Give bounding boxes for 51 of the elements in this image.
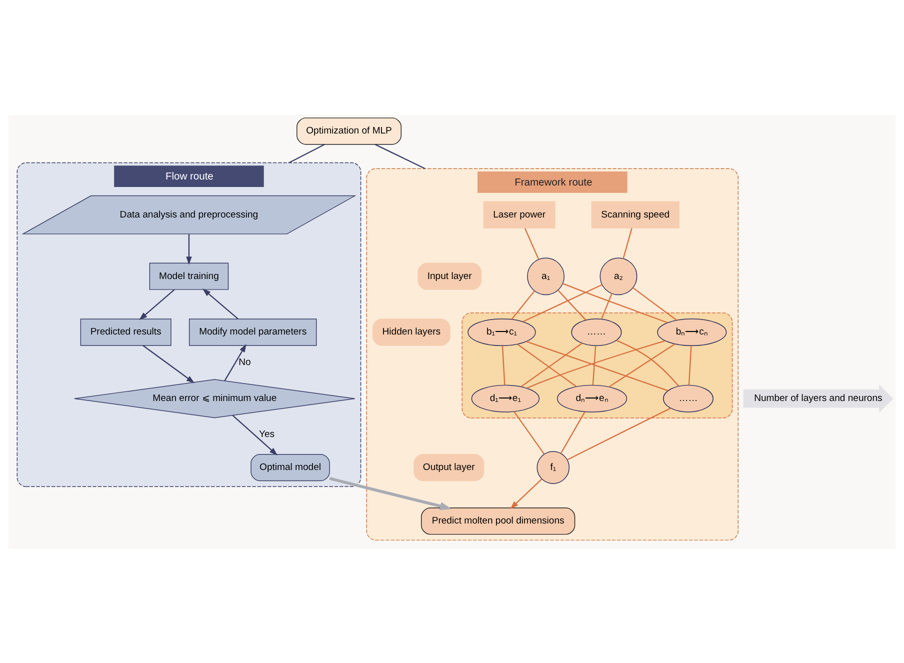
connector	[608, 343, 676, 387]
connector	[622, 228, 632, 258]
node-ellipse: d₁⟶e₁	[471, 384, 540, 412]
node-circle: a₁	[527, 257, 565, 295]
arrow	[142, 344, 195, 383]
arrow	[139, 288, 175, 320]
arrow	[202, 288, 238, 319]
arrow	[186, 234, 192, 264]
cluster	[462, 312, 733, 418]
connector	[688, 345, 692, 385]
node-box: Laser power	[483, 200, 556, 228]
node-box: Model training	[149, 262, 229, 290]
node-box: Optimization of MLP	[296, 117, 402, 144]
connector	[616, 339, 680, 386]
arrow	[510, 478, 542, 508]
node-ellipse: dₙ⟶eₙ	[557, 384, 628, 412]
connector	[520, 342, 582, 387]
node-ellipse: b₁⟶c₁	[468, 318, 536, 346]
node-box: Optimal model	[250, 453, 330, 481]
connector	[374, 143, 426, 169]
connector	[558, 289, 586, 320]
node-box: Hidden layers	[372, 318, 450, 346]
arrow	[329, 476, 452, 510]
connector	[514, 410, 545, 454]
node-ellipse: ……	[663, 384, 714, 412]
node-ellipse: ……	[571, 318, 622, 346]
node-diamond: Mean error ⩽ minimum value	[74, 378, 356, 418]
node-ellipse: bₙ⟶cₙ	[657, 318, 727, 346]
connector	[502, 345, 506, 385]
edge-label: No	[238, 356, 251, 368]
connector	[632, 286, 677, 320]
connector	[524, 228, 540, 260]
connector	[511, 290, 536, 319]
node-box: Output layer	[414, 453, 484, 481]
node-circle: f₁	[536, 450, 570, 484]
node-box: Predict molten pool dimensions	[420, 507, 576, 534]
connector	[517, 343, 577, 386]
node-box: Modify model parameters	[188, 318, 317, 346]
connector	[562, 282, 668, 323]
connector	[522, 284, 602, 322]
node-box: Input layer	[418, 262, 482, 290]
arrow	[224, 343, 246, 381]
connector	[592, 345, 596, 385]
connector	[567, 407, 671, 460]
connector	[560, 411, 586, 454]
connector	[601, 292, 612, 319]
edge-label: Yes	[259, 428, 275, 440]
node-circle: a₂	[600, 257, 638, 295]
node-box: Predicted results	[80, 318, 172, 346]
arrow	[232, 414, 278, 455]
node-box: Scanning speed	[591, 200, 680, 228]
